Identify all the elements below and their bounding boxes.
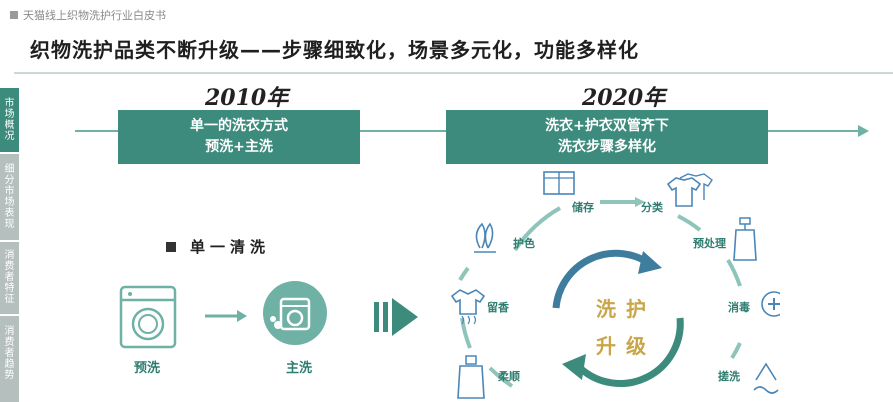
color-protect-icon [474, 222, 496, 253]
center-text-line2: 升级 [596, 334, 656, 358]
sidebar-nav: 市场概况 细分市场表现 消费者特征 消费者趋势 [0, 88, 19, 402]
inner-arrowhead-top [638, 251, 662, 274]
single-wash-heading-text: 单一清洗 [190, 238, 271, 256]
step-storage-label: 储存 [572, 201, 594, 214]
step-pretreat-label: 预处理 [693, 237, 726, 250]
box-2020-line2: 洗衣步骤多样化 [558, 139, 656, 155]
year-2020-label: 2020年 [582, 85, 666, 111]
cycle-arc-5 [730, 342, 742, 360]
timeline-arrow-icon [858, 125, 869, 137]
step-color-protect-label: 护色 [513, 237, 535, 250]
inner-arrow-bottom [577, 317, 684, 388]
cycle-arc-1 [513, 206, 562, 252]
year-2010-label: 2010年 [205, 85, 289, 111]
mainwash-label: 主洗 [286, 361, 313, 376]
washing-machine-icon [119, 285, 177, 349]
right-arrow-icon [205, 310, 247, 322]
spray-bottle-icon [733, 217, 757, 261]
sidebar-item-consumer-trends[interactable]: 消费者趋势 [0, 316, 19, 402]
clothes-icon [666, 173, 713, 207]
box-2010-line2: 预洗+主洗 [205, 139, 273, 155]
care-cycle-diagram [450, 171, 780, 399]
step-scrub-label: 搓洗 [718, 370, 740, 383]
step-fragrance-label: 留香 [487, 301, 509, 314]
step-disinfect-label: 消毒 [728, 301, 750, 314]
transition-arrow-icon [374, 298, 418, 336]
hand-wash-icon [753, 362, 779, 394]
box-2010: 单一的洗衣方式 预洗+主洗 [118, 110, 360, 164]
cabinet-icon [543, 171, 575, 195]
cycle-arc-6 [460, 317, 472, 349]
softener-bottle-icon [457, 355, 485, 399]
fragrant-shirt-icon [450, 289, 486, 325]
center-text-line1: 洗护 [596, 297, 656, 321]
sidebar-item-market-overview[interactable]: 市场概况 [0, 88, 19, 152]
title-divider [14, 72, 893, 74]
report-tag: 天猫线上织物洗护行业白皮书 [10, 7, 166, 23]
cycle-arc-4 [726, 258, 742, 287]
main-wash-icon [263, 281, 327, 345]
cycle-arrowhead-2 [635, 197, 645, 207]
step-sort-label: 分类 [641, 201, 663, 214]
cycle-arc-8 [488, 366, 514, 388]
disinfect-icon [761, 291, 780, 317]
prewash-label: 预洗 [134, 361, 161, 376]
box-2020-line1: 洗衣+护衣双管齐下 [545, 118, 669, 134]
inner-arrow-top [552, 249, 652, 309]
box-2010-line1: 单一的洗衣方式 [190, 118, 288, 134]
sidebar-item-segment-performance[interactable]: 细分市场表现 [0, 154, 19, 240]
box-2020: 洗衣+护衣双管齐下 洗衣步骤多样化 [446, 110, 768, 164]
cycle-arc-7 [458, 266, 470, 282]
tag-square-icon [10, 11, 18, 19]
inner-arrowhead-bottom [562, 354, 586, 380]
step-soften-label: 柔顺 [498, 370, 520, 383]
report-tag-text: 天猫线上织物洗护行业白皮书 [23, 9, 166, 22]
sidebar-item-consumer-traits[interactable]: 消费者特征 [0, 242, 19, 314]
cycle-arc-3 [677, 214, 702, 232]
single-wash-heading: 单一清洗 [166, 236, 270, 257]
page-title: 织物洗护品类不断升级——步骤细致化，场景多元化，功能多样化 [30, 38, 639, 62]
heading-square-icon [166, 241, 176, 252]
